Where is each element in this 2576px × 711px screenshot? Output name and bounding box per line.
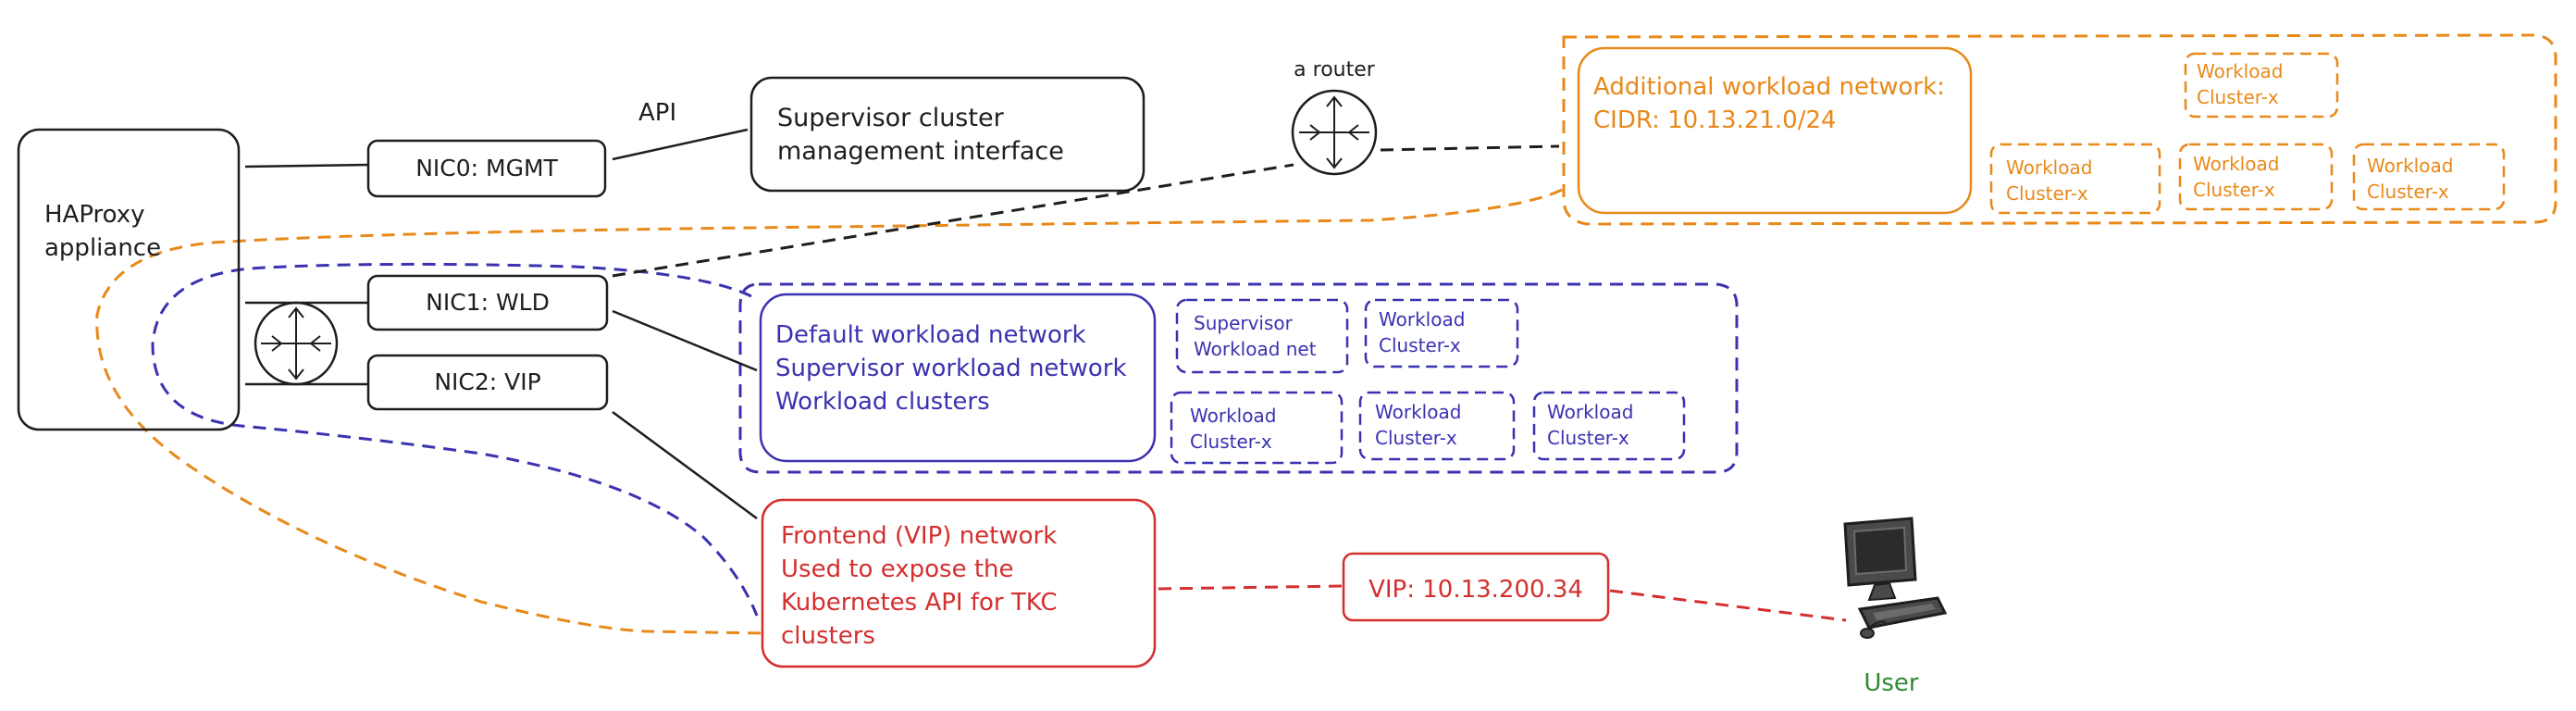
haproxy-appliance-box: [17, 128, 241, 431]
svg-text:Cluster-x: Cluster-x: [2006, 182, 2088, 205]
default-network-line3: Workload clusters: [775, 388, 990, 416]
router-icon: [1291, 89, 1378, 176]
svg-text:Cluster-x: Cluster-x: [1547, 427, 1629, 449]
frontend-to-vip-line: [1158, 584, 1344, 591]
vip-to-user-line: [1609, 589, 1847, 622]
default-network-path: [151, 262, 759, 617]
router-to-additional-line: [1380, 144, 1560, 152]
workload-cluster-node: Workload Cluster-x: [1364, 298, 1519, 368]
supervisor-management-line2: management interface: [777, 137, 1064, 166]
api-label: API: [638, 99, 676, 127]
workload-cluster-node: Workload Cluster-x: [2178, 143, 2334, 211]
svg-text:Workload: Workload: [1190, 405, 1276, 427]
svg-text:Supervisor: Supervisor: [1194, 312, 1294, 334]
vip-address-label: VIP: 10.13.200.34: [1368, 576, 1583, 604]
haproxy-to-nic0-line: [244, 163, 369, 168]
router-label: a router: [1294, 58, 1376, 81]
router-icon: [254, 301, 339, 386]
additional-network-path: [95, 188, 1563, 635]
supervisor-management-line1: Supervisor cluster: [777, 104, 1005, 132]
frontend-network-line3: Kubernetes API for TKC: [781, 589, 1058, 617]
workload-cluster-node: Workload Cluster-x: [1358, 391, 1516, 461]
nic1-to-default-network-line: [612, 309, 758, 372]
haproxy-label-line1: HAProxy: [44, 201, 145, 229]
svg-text:Cluster-x: Cluster-x: [1375, 427, 1457, 449]
nic2-box: [366, 354, 609, 411]
workload-cluster-node: Workload Cluster-x: [2352, 143, 2506, 211]
svg-text:Workload net: Workload net: [1194, 338, 1317, 360]
svg-text:Workload: Workload: [2006, 156, 2092, 179]
additional-network-line1: Additional workload network:: [1593, 73, 1945, 101]
nic0-box: [366, 139, 607, 198]
workload-cluster-node: Workload Cluster-x: [2184, 52, 2339, 118]
svg-text:Cluster-x: Cluster-x: [2193, 179, 2275, 201]
nic0-label: NIC0: MGMT: [415, 155, 558, 181]
haproxy-label-line2: appliance: [44, 234, 161, 262]
svg-text:Cluster-x: Cluster-x: [2367, 181, 2449, 203]
nic1-label: NIC1: WLD: [426, 289, 550, 316]
additional-network-box: [1577, 46, 1973, 215]
nic1-to-router-line: [612, 163, 1294, 278]
frontend-network-line4: clusters: [781, 622, 875, 650]
additional-network-line2: CIDR: 10.13.21.0/24: [1593, 106, 1837, 134]
nic0-to-supervisor-line: [612, 128, 749, 161]
default-network-line2: Supervisor workload network: [775, 355, 1127, 382]
user-label: User: [1864, 669, 1919, 697]
svg-text:Cluster-x: Cluster-x: [1379, 334, 1461, 356]
svg-text:Workload: Workload: [2197, 60, 2283, 82]
supervisor-workload-net-node: Supervisor Workload net: [1175, 298, 1349, 374]
default-network-line1: Default workload network: [775, 321, 1086, 349]
default-network-region: [738, 282, 1739, 474]
supervisor-management-box: [749, 76, 1146, 193]
nic2-to-frontend-line: [612, 410, 758, 520]
default-network-box: [759, 293, 1157, 463]
additional-network-region: [1562, 33, 2557, 226]
nic2-label: NIC2: VIP: [434, 368, 540, 395]
nic1-box: [366, 274, 609, 331]
svg-text:Workload: Workload: [1547, 401, 1633, 423]
workload-cluster-node: Workload Cluster-x: [1989, 143, 2161, 215]
svg-text:Workload: Workload: [2193, 153, 2279, 175]
workload-cluster-node: Workload Cluster-x: [1170, 391, 1344, 465]
computer-workstation-icon: [1843, 517, 1948, 639]
frontend-network-line2: Used to expose the: [781, 555, 1014, 583]
svg-text:Cluster-x: Cluster-x: [1190, 430, 1272, 453]
vip-address-box: [1342, 552, 1610, 622]
workload-cluster-node: Workload Cluster-x: [1532, 391, 1686, 461]
svg-text:Cluster-x: Cluster-x: [2197, 86, 2279, 108]
frontend-network-line1: Frontend (VIP) network: [781, 522, 1057, 550]
svg-text:Workload: Workload: [1379, 308, 1465, 331]
svg-text:Workload: Workload: [1375, 401, 1461, 423]
frontend-network-box: [761, 498, 1157, 668]
svg-text:Workload: Workload: [2367, 155, 2453, 177]
